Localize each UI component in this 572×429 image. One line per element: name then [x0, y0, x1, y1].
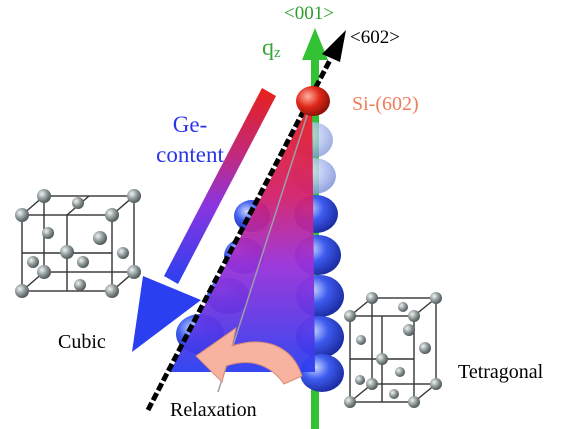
- relaxation-arrow: [195, 326, 303, 385]
- qz-subscript: z: [274, 45, 281, 61]
- cubic-label: Cubic: [58, 331, 106, 353]
- axis-001-label: <001>: [284, 3, 334, 24]
- ge-content-line1: Ge-: [172, 112, 208, 137]
- relaxation-wedge: [170, 100, 315, 372]
- qz-label: qz: [262, 36, 281, 61]
- qz-main: q: [262, 35, 274, 61]
- cubic-lattice-atoms: [15, 189, 141, 298]
- ge-content-arrow: [132, 88, 276, 352]
- relaxation-label: Relaxation: [170, 399, 257, 421]
- ge-content-label: Ge- content: [145, 110, 235, 170]
- axis-602-arrow: [145, 30, 346, 412]
- axis-602-label: <602>: [350, 27, 400, 48]
- cubic-lattice: [21, 195, 135, 292]
- si-602-label: Si-(602): [352, 93, 419, 115]
- tetragonal-lattice-atoms: [344, 292, 442, 408]
- si-602-sphere: [296, 86, 330, 116]
- ge-content-line2: content: [156, 142, 224, 167]
- tetragonal-label: Tetragonal: [458, 361, 544, 383]
- strain-line: [217, 99, 313, 393]
